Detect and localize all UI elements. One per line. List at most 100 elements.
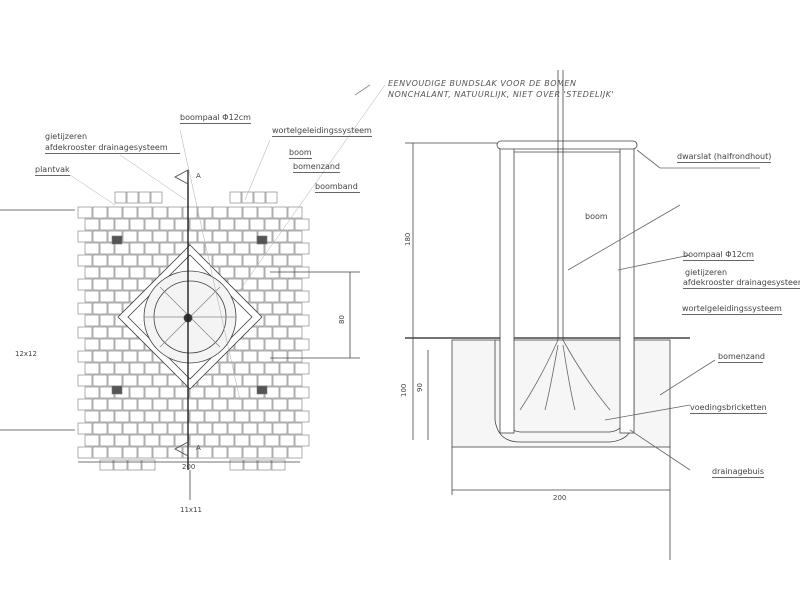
- paving-brick: [257, 254, 273, 267]
- paving-brick: [279, 410, 295, 423]
- crossbar: [496, 140, 638, 150]
- paving-brick: [152, 374, 168, 387]
- paving-brick: [257, 459, 272, 471]
- paving-brick: [242, 398, 258, 411]
- paving-brick: [77, 230, 93, 243]
- paving-brick: [114, 338, 130, 351]
- paving-brick: [92, 326, 108, 339]
- label-dwarslat: dwarslat (halfrondhout): [677, 152, 772, 163]
- paving-brick: [92, 374, 108, 387]
- paving-brick: [204, 242, 220, 255]
- paving-brick: [264, 314, 280, 327]
- paving-brick: [227, 374, 243, 387]
- paving-brick: [159, 386, 175, 399]
- paving-brick: [126, 191, 139, 204]
- paving-brick: [174, 410, 190, 423]
- paving-brick: [272, 398, 288, 411]
- paving-brick: [84, 218, 100, 231]
- paving-brick: [204, 410, 220, 423]
- paving-brick: [182, 446, 198, 459]
- paving-brick: [77, 350, 93, 363]
- label-drainage: drainagebuis: [712, 467, 765, 478]
- paving-brick: [212, 422, 228, 435]
- paving-brick: [253, 191, 266, 204]
- paving-brick: [144, 242, 160, 255]
- paving-brick: [197, 446, 213, 459]
- paving-brick: [150, 191, 163, 204]
- paving-brick: [197, 206, 213, 219]
- paving-brick: [294, 386, 310, 399]
- dim-inner-depth: 90: [416, 383, 424, 392]
- note-line-2: NONCHALANT, NATUURLIJK, NIET OVER 'STEDE…: [388, 90, 615, 99]
- paving-brick: [294, 314, 310, 327]
- paving-brick: [92, 422, 108, 435]
- paving-brick: [212, 374, 228, 387]
- label-wortel: wortelgeleidingssysteem: [272, 126, 372, 137]
- paving-brick: [84, 242, 100, 255]
- label-wortel-section: wortelgeleidingssysteem: [682, 304, 782, 315]
- paving-brick: [122, 398, 138, 411]
- paving-brick: [167, 206, 183, 219]
- paving-brick: [99, 362, 115, 375]
- paving-brick: [227, 350, 243, 363]
- paving-brick: [92, 254, 108, 267]
- paving-brick: [264, 242, 280, 255]
- paving-brick: [279, 218, 295, 231]
- paving-brick: [152, 422, 168, 435]
- paving-brick: [122, 374, 138, 387]
- paving-brick: [204, 386, 220, 399]
- paving-brick: [272, 326, 288, 339]
- paving-brick: [242, 350, 258, 363]
- paving-brick: [107, 206, 123, 219]
- paving-brick: [144, 410, 160, 423]
- paving-brick: [271, 459, 286, 471]
- paving-brick: [99, 266, 115, 279]
- paving-brick: [92, 302, 108, 315]
- paving-brick: [219, 362, 235, 375]
- paving-brick: [77, 422, 93, 435]
- paving-brick: [249, 218, 265, 231]
- paving-brick: [77, 278, 93, 291]
- paving-brick: [114, 410, 130, 423]
- paving-brick: [294, 362, 310, 375]
- paving-brick: [257, 326, 273, 339]
- paving-brick: [249, 242, 265, 255]
- paving-brick: [77, 254, 93, 267]
- paving-brick: [279, 266, 295, 279]
- drain-grate-icon: [256, 235, 268, 245]
- paving-brick: [152, 398, 168, 411]
- paving-brick: [234, 386, 250, 399]
- paving-brick: [287, 422, 303, 435]
- paving-brick: [107, 326, 123, 339]
- paving-brick: [294, 434, 310, 447]
- drain-grate-icon: [256, 385, 268, 395]
- paving-brick: [242, 206, 258, 219]
- paving-brick: [99, 290, 115, 303]
- dim-tile-large: 12x12: [15, 350, 37, 358]
- paving-brick: [189, 410, 205, 423]
- paving-brick: [174, 218, 190, 231]
- paving-brick: [249, 362, 265, 375]
- marker-a-top: A: [196, 172, 201, 180]
- paving-brick: [77, 326, 93, 339]
- paving-brick: [272, 374, 288, 387]
- paving-brick: [129, 242, 145, 255]
- paving-brick: [234, 410, 250, 423]
- paving-brick: [249, 434, 265, 447]
- paving-brick: [189, 386, 205, 399]
- paving-brick: [99, 314, 115, 327]
- paving-brick: [272, 350, 288, 363]
- paving-brick: [243, 459, 258, 471]
- paving-brick: [159, 434, 175, 447]
- paving-brick: [129, 434, 145, 447]
- paving-brick: [122, 254, 138, 267]
- paving-brick: [212, 254, 228, 267]
- paving-brick: [264, 338, 280, 351]
- paving-brick: [219, 434, 235, 447]
- paving-brick: [265, 191, 278, 204]
- paving-brick: [99, 459, 114, 471]
- dim-tile-small: 11x11: [180, 506, 202, 514]
- paving-brick: [257, 422, 273, 435]
- paving-brick: [122, 278, 138, 291]
- paving-brick: [272, 422, 288, 435]
